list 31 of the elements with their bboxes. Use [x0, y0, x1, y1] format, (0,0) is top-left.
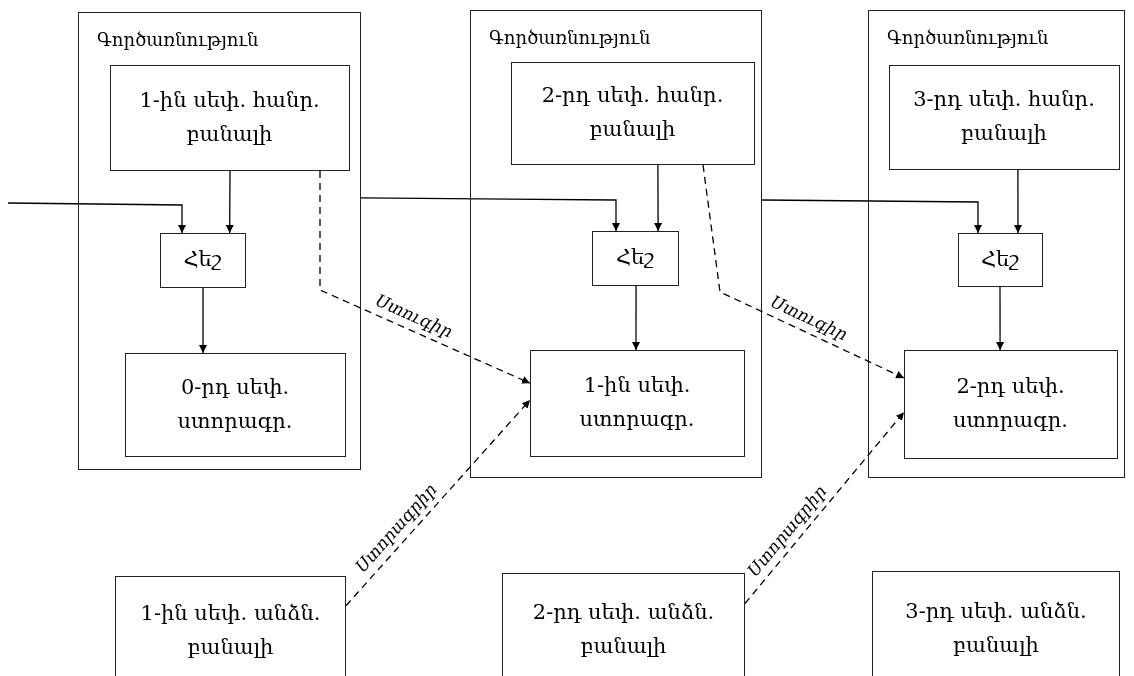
arrow: [1014, 169, 1022, 234]
group-heading: Գործառնություն: [489, 27, 651, 48]
arrow: [319, 170, 531, 384]
arrow: [199, 287, 207, 354]
process-box: 0-րդ սեփ. ստորագր.: [124, 352, 346, 457]
arrow: [632, 285, 640, 351]
process-box: 2-րդ սեփ. ստորագր.: [903, 349, 1118, 459]
arrow: [345, 399, 531, 607]
group-frame: [868, 10, 1125, 478]
arrow: [360, 197, 620, 232]
arrow: [225, 170, 234, 234]
group-heading: Գործառնություն: [887, 27, 1049, 48]
arrow: [996, 286, 1005, 351]
process-box: Հեշ: [957, 232, 1043, 287]
process-box: 1-ին սեփ. հանր. բանալի: [109, 64, 350, 171]
process-box: Հեշ: [159, 232, 246, 288]
process-box: 2-րդ սեփ. հանր. բանալի: [510, 61, 755, 165]
process-box: 3-րդ սեփ. հանր. բանալի: [888, 64, 1120, 170]
group-heading: Գործառնություն: [97, 29, 259, 50]
input-arrow: [7, 202, 186, 234]
process-box: 1-ին սեփ. անձն. բանալի: [115, 576, 346, 676]
group-frame: [470, 10, 762, 478]
arrow: [702, 164, 905, 379]
group-frame: [78, 12, 361, 470]
process-box: 1-ին սեփ. ստորագր.: [529, 349, 745, 457]
arrow: [654, 164, 663, 232]
arrow: [744, 411, 905, 605]
arrow: [761, 199, 982, 234]
process-box: 2-րդ սեփ. անձն. բանալի: [502, 573, 745, 676]
process-box: Հեշ: [591, 230, 679, 286]
process-box: 3-րդ սեփ. անձն. բանալի: [872, 571, 1120, 676]
